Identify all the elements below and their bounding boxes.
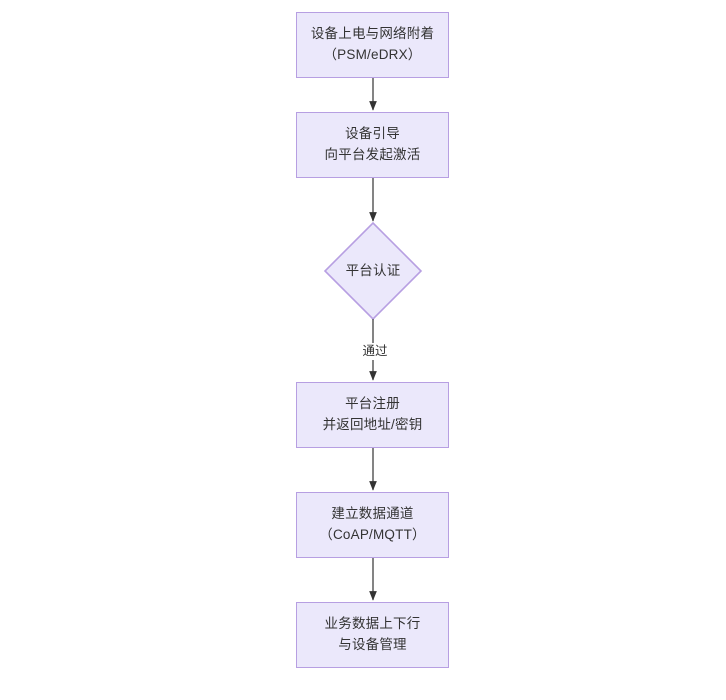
node-line: 业务数据上下行	[324, 616, 421, 632]
node-line: 向平台发起激活	[324, 147, 421, 162]
node-line: （PSM/eDRX）	[323, 47, 422, 62]
node-platform-authentication[interactable]: 平台认证	[325, 223, 421, 319]
node-business-data-and-device-management[interactable]: 业务数据上下行 与设备管理	[296, 602, 449, 668]
node-line: 设备引导	[345, 126, 400, 142]
node-device-power-on[interactable]: 设备上电与网络附着 （PSM/eDRX）	[296, 12, 449, 78]
node-line: 建立数据通道	[331, 506, 414, 522]
node-device-bootstrap[interactable]: 设备引导 向平台发起激活	[296, 112, 449, 178]
node-line: 并返回地址/密钥	[322, 417, 423, 432]
node-platform-registration[interactable]: 平台注册 并返回地址/密钥	[296, 382, 449, 448]
node-line: 平台认证	[345, 262, 401, 278]
node-line: 设备上电与网络附着	[310, 26, 435, 42]
edge-label-pass: 通过	[354, 343, 396, 360]
node-line: 平台注册	[345, 396, 400, 412]
node-line: （CoAP/MQTT）	[319, 527, 426, 542]
node-line: 与设备管理	[338, 637, 407, 652]
node-establish-data-channel[interactable]: 建立数据通道 （CoAP/MQTT）	[296, 492, 449, 558]
